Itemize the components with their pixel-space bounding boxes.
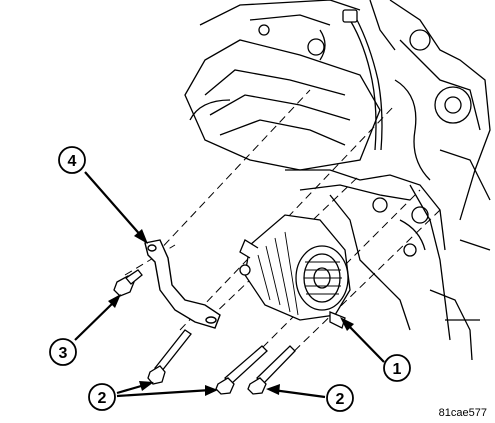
bolt-short (113, 269, 143, 297)
bolts-long (147, 329, 296, 395)
callout-4: 4 (58, 146, 86, 174)
svg-text:3: 3 (59, 345, 68, 362)
callout-2b: 2 (326, 384, 354, 412)
callout-2a: 2 (88, 383, 116, 411)
callout-3: 3 (49, 338, 77, 366)
svg-text:1: 1 (393, 361, 402, 378)
figure-code: 81cae577 (438, 407, 487, 419)
svg-text:4: 4 (68, 153, 77, 170)
callout-1: 1 (383, 354, 411, 382)
alternator (239, 214, 351, 329)
alternator-bracket (144, 239, 221, 329)
svg-text:2: 2 (98, 390, 107, 407)
leader-arrows (74, 171, 385, 399)
engine-block (184, 0, 491, 361)
svg-text:2: 2 (336, 391, 345, 408)
